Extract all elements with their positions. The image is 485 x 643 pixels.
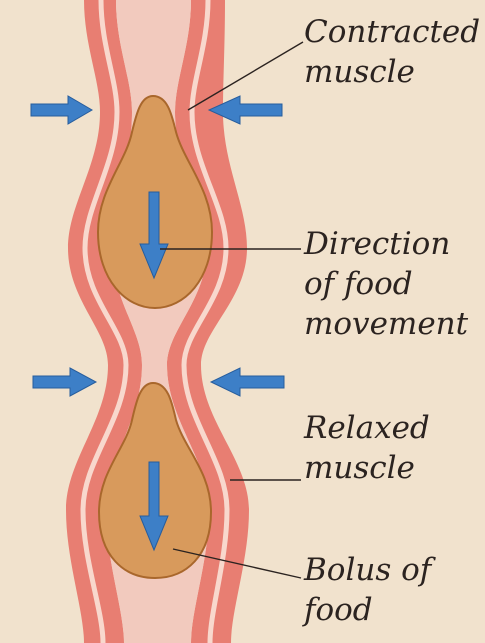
label-bolus-of-food: Bolus of food <box>304 550 431 630</box>
arrow-down-icon <box>139 191 169 280</box>
arrow-left-icon <box>209 367 285 397</box>
label-line: Relaxed <box>304 410 430 446</box>
arrow-right-icon <box>30 95 93 125</box>
label-direction-of-food-movement: Direction of food movement <box>304 224 468 344</box>
arrow-down-icon <box>139 461 169 552</box>
label-line: muscle <box>304 54 415 90</box>
label-relaxed-muscle: Relaxed muscle <box>304 408 430 488</box>
label-line: Bolus of <box>304 552 432 588</box>
label-line: food <box>304 592 373 628</box>
label-line: muscle <box>304 450 415 486</box>
label-line: Contracted <box>304 14 481 50</box>
leader-line-contracted <box>187 41 304 111</box>
label-line: Direction <box>304 226 451 262</box>
label-line: movement <box>304 306 469 342</box>
arrow-left-icon <box>207 95 283 125</box>
arrow-right-icon <box>32 367 98 397</box>
label-line: of food <box>304 266 413 302</box>
muscle-stripe-right <box>181 0 230 643</box>
label-contracted-muscle: Contracted muscle <box>304 12 480 92</box>
muscle-stripe-left <box>80 0 129 643</box>
leader-line-bolus <box>172 548 302 579</box>
